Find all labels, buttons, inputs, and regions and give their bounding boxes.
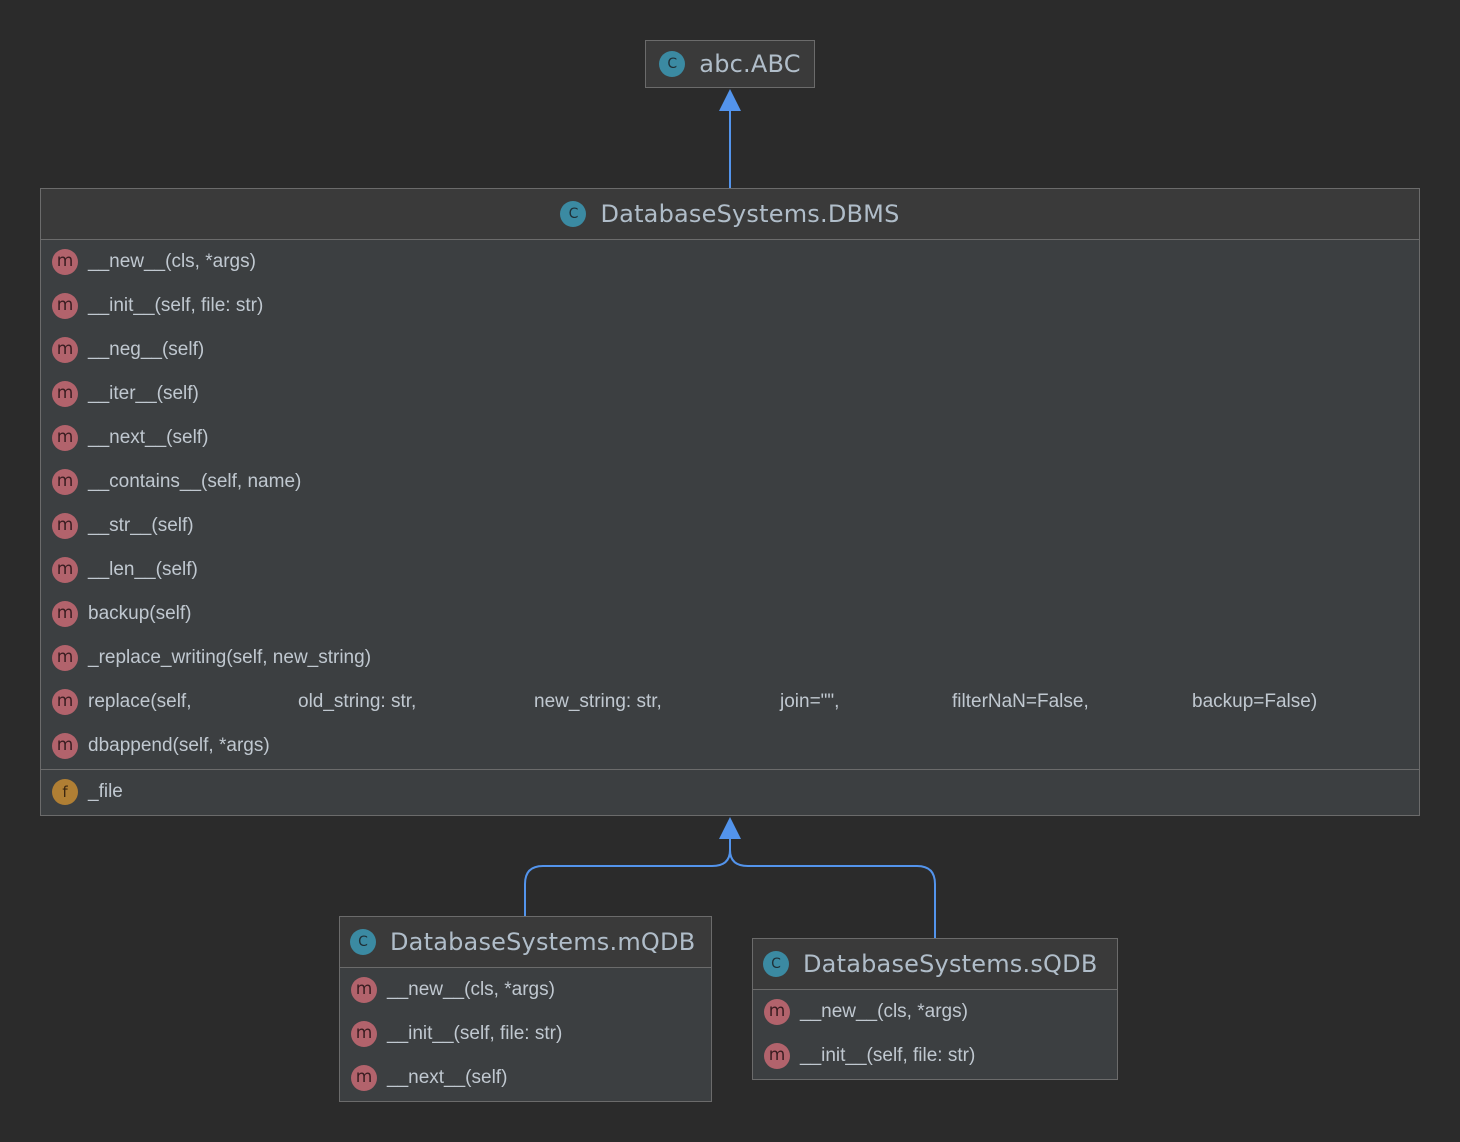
- method-icon: m: [351, 1065, 377, 1091]
- method-row[interactable]: m __init__(self, file: str): [41, 284, 1419, 328]
- method-icon: m: [52, 469, 78, 495]
- field-list-dbms: f _file: [41, 770, 1419, 814]
- method-row[interactable]: m dbappend(self, *args): [41, 724, 1419, 768]
- method-signature: __neg__(self): [88, 339, 205, 360]
- class-node-mqdb[interactable]: C DatabaseSystems.mQDB m __new__(cls, *a…: [339, 916, 712, 1102]
- method-list-mqdb: m __new__(cls, *args) m __init__(self, f…: [340, 968, 711, 1100]
- method-icon: m: [52, 645, 78, 671]
- class-icon: C: [659, 51, 686, 77]
- method-signature: __str__(self): [88, 515, 194, 536]
- replace-signature-part: old_string: str,: [298, 691, 417, 712]
- class-icon: C: [763, 951, 789, 977]
- method-icon: m: [52, 601, 78, 627]
- method-row[interactable]: m __str__(self): [41, 504, 1419, 548]
- method-signature: _replace_writing(self, new_string): [88, 647, 372, 668]
- method-signature: __next__(self): [88, 427, 209, 448]
- replace-signature-part: filterNaN=False,: [952, 691, 1089, 712]
- replace-signature-part: new_string: str,: [534, 691, 662, 712]
- class-header-sqdb: C DatabaseSystems.sQDB: [753, 939, 1117, 990]
- replace-signature-part: join="",: [780, 691, 840, 712]
- method-list-dbms: m __new__(cls, *args) m __init__(self, f…: [41, 240, 1419, 768]
- method-icon: m: [764, 1043, 790, 1069]
- class-title: abc.ABC: [699, 50, 801, 78]
- method-signature: __iter__(self): [88, 383, 199, 404]
- field-name: _file: [88, 781, 123, 802]
- method-row[interactable]: m __len__(self): [41, 548, 1419, 592]
- edge-mqdb-to-dbms: [524, 838, 731, 916]
- method-icon: m: [52, 689, 78, 715]
- method-icon: m: [52, 381, 78, 407]
- method-signature: __new__(cls, *args): [88, 251, 256, 272]
- method-signature: __contains__(self, name): [88, 471, 302, 492]
- method-row[interactable]: m __new__(cls, *args): [340, 968, 711, 1012]
- class-title: DatabaseSystems.DBMS: [600, 200, 900, 228]
- method-signature: backup(self): [88, 603, 192, 624]
- edge-line-mqdb-dbms: [524, 838, 731, 916]
- method-icon: m: [52, 733, 78, 759]
- class-icon: C: [560, 201, 587, 227]
- class-node-sqdb[interactable]: C DatabaseSystems.sQDB m __new__(cls, *a…: [752, 938, 1118, 1080]
- method-row[interactable]: m __init__(self, file: str): [340, 1012, 711, 1056]
- method-icon: m: [52, 249, 78, 275]
- class-node-dbms[interactable]: C DatabaseSystems.DBMS m __new__(cls, *a…: [40, 188, 1420, 816]
- edge-dbms-to-abc: [719, 89, 741, 188]
- method-row[interactable]: m __new__(cls, *args): [41, 240, 1419, 284]
- method-signature: __init__(self, file: str): [88, 295, 264, 316]
- field-icon: f: [52, 779, 78, 805]
- method-signature: __next__(self): [387, 1067, 508, 1088]
- replace-signature-part: replace(self,: [88, 691, 192, 712]
- method-row[interactable]: m __contains__(self, name): [41, 460, 1419, 504]
- method-icon: m: [351, 1021, 377, 1047]
- method-row[interactable]: m __init__(self, file: str): [753, 1034, 1117, 1078]
- method-icon: m: [52, 337, 78, 363]
- method-signature: __len__(self): [88, 559, 198, 580]
- method-signature: __init__(self, file: str): [800, 1045, 976, 1066]
- method-signature: dbappend(self, *args): [88, 735, 270, 756]
- method-icon: m: [52, 425, 78, 451]
- class-header-abc: C abc.ABC: [646, 41, 814, 87]
- method-row[interactable]: m __next__(self): [41, 416, 1419, 460]
- method-icon: m: [351, 977, 377, 1003]
- class-icon: C: [350, 929, 376, 955]
- method-row[interactable]: m __next__(self): [340, 1056, 711, 1100]
- method-row[interactable]: m _replace_writing(self, new_string): [41, 636, 1419, 680]
- inheritance-arrowhead-abc: [719, 89, 741, 111]
- field-row[interactable]: f _file: [41, 770, 1419, 814]
- inheritance-arrowhead-dbms: [719, 817, 741, 839]
- class-node-abc[interactable]: C abc.ABC: [645, 40, 815, 88]
- method-signature: __init__(self, file: str): [387, 1023, 563, 1044]
- method-signature: __new__(cls, *args): [800, 1001, 968, 1022]
- method-icon: m: [52, 293, 78, 319]
- class-title: DatabaseSystems.mQDB: [390, 928, 696, 956]
- method-row-replace[interactable]: m replace(self, old_string: str, new_str…: [41, 680, 1419, 724]
- method-row[interactable]: m __new__(cls, *args): [753, 990, 1117, 1034]
- method-row[interactable]: m __neg__(self): [41, 328, 1419, 372]
- method-signature: __new__(cls, *args): [387, 979, 555, 1000]
- edge-sqdb-to-dbms: [729, 849, 936, 938]
- replace-signature-part: backup=False): [1192, 691, 1318, 712]
- method-row[interactable]: m backup(self): [41, 592, 1419, 636]
- class-header-mqdb: C DatabaseSystems.mQDB: [340, 917, 711, 968]
- method-icon: m: [764, 999, 790, 1025]
- class-title: DatabaseSystems.sQDB: [803, 950, 1098, 978]
- method-row[interactable]: m __iter__(self): [41, 372, 1419, 416]
- class-header-dbms: C DatabaseSystems.DBMS: [41, 189, 1419, 240]
- method-icon: m: [52, 513, 78, 539]
- method-icon: m: [52, 557, 78, 583]
- method-list-sqdb: m __new__(cls, *args) m __init__(self, f…: [753, 990, 1117, 1078]
- section-divider: [41, 769, 1419, 770]
- edge-line-sqdb-dbms: [729, 849, 936, 938]
